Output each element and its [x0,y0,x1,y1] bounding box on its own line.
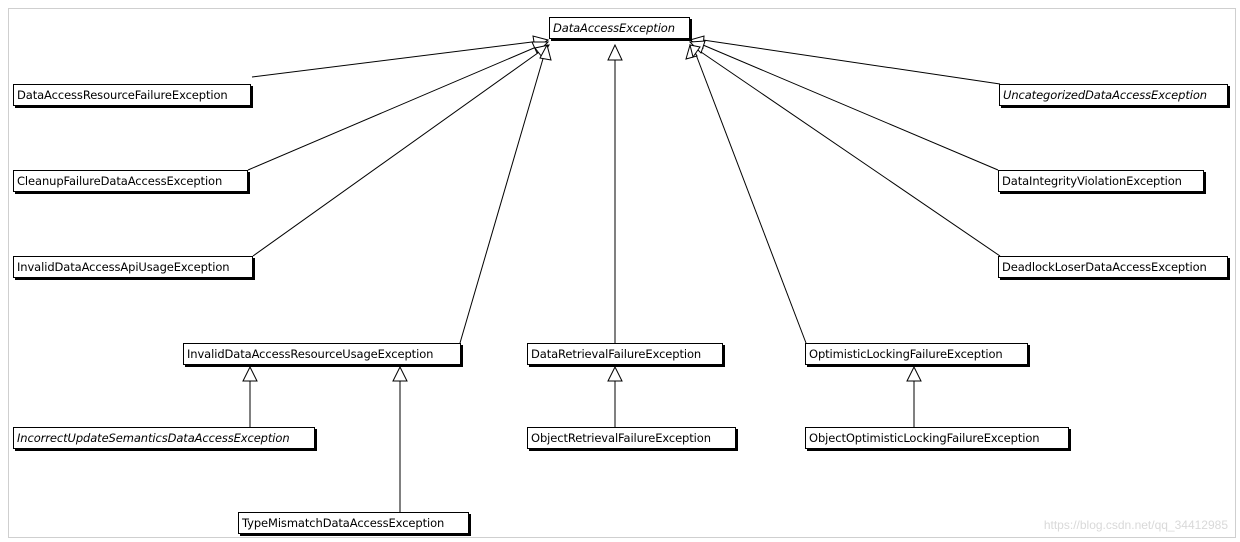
arrowhead-incorrect-update [242,365,258,382]
class-data-access-resource-failure-exception[interactable]: DataAccessResourceFailureException [13,84,251,106]
arrowhead-resource-usage [539,43,552,61]
class-data-access-exception[interactable]: DataAccessException [549,17,690,39]
edge-uncategorized [702,39,1001,85]
edge-optimistic-locking [694,51,807,344]
edge-resource-usage [459,44,548,344]
class-optimistic-locking-failure-exception[interactable]: OptimisticLockingFailureException [805,343,1028,365]
class-data-integrity-violation-exception[interactable]: DataIntegrityViolationException [998,170,1204,192]
watermark: https://blog.csdn.net/qq_34412985 [1043,518,1228,532]
arrowhead-object-retrieval [607,365,623,382]
class-object-retrieval-failure-exception[interactable]: ObjectRetrievalFailureException [527,427,736,449]
class-invalid-data-access-resource-usage-exception[interactable]: InvalidDataAccessResourceUsageException [183,343,461,365]
edge-cleanup-failure [247,41,549,171]
arrowhead-retrieval-failure [607,43,623,61]
class-invalid-data-access-api-usage-exception[interactable]: InvalidDataAccessApiUsageException [13,256,253,278]
edge-integrity-violation [702,44,999,171]
class-uncategorized-data-access-exception[interactable]: UncategorizedDataAccessException [999,84,1228,106]
edge-resource-failure [251,39,549,78]
arrowhead-object-optimistic [906,365,922,382]
edge-api-usage [252,44,550,257]
class-data-retrieval-failure-exception[interactable]: DataRetrievalFailureException [527,343,723,365]
class-type-mismatch-data-access-exception[interactable]: TypeMismatchDataAccessException [238,512,469,534]
class-cleanup-failure-data-access-exception[interactable]: CleanupFailureDataAccessException [13,170,248,192]
arrowhead-deadlock-loser [689,44,701,59]
class-deadlock-loser-data-access-exception[interactable]: DeadlockLoserDataAccessException [998,256,1228,278]
arrowhead-type-mismatch [392,365,408,382]
edge-deadlock-loser [700,51,1001,257]
class-incorrect-update-semantics-data-access-exception[interactable]: IncorrectUpdateSemanticsDataAccessExcept… [13,427,315,449]
class-object-optimistic-locking-failure-exception[interactable]: ObjectOptimisticLockingFailureException [805,427,1069,449]
